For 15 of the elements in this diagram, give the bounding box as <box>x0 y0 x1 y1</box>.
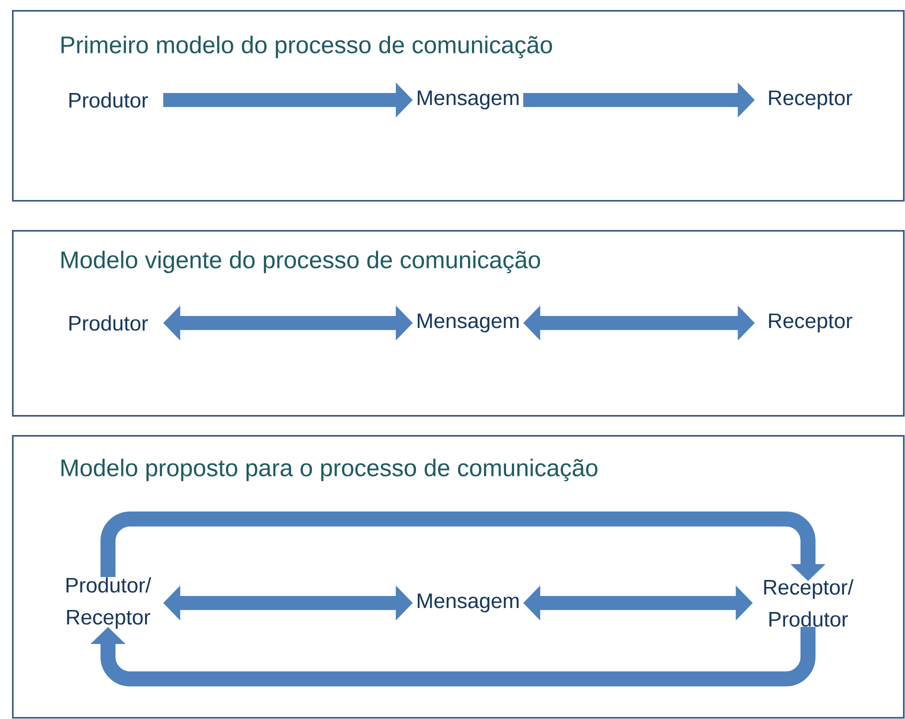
node-label: Produtor <box>69 315 148 331</box>
node-label: Produtor/ Receptor <box>66 577 152 629</box>
node-label: Receptor/ Produtor <box>764 579 854 627</box>
panel <box>12 10 905 202</box>
panel <box>12 230 905 417</box>
panel-title: Modelo proposto para o processo de comunicação <box>62 458 598 482</box>
node-label: Produtor <box>69 92 148 108</box>
node-label: Receptor <box>769 314 852 332</box>
node-label: Mensagem <box>418 594 519 612</box>
node-label: Mensagem <box>418 90 519 110</box>
panel <box>12 435 905 719</box>
panel-title: Modelo vigente do processo de comunicação <box>62 250 540 274</box>
panel-title: Primeiro modelo do processo de comunicação <box>62 36 552 58</box>
node-label: Mensagem <box>418 314 519 332</box>
node-label: Receptor <box>769 90 852 110</box>
